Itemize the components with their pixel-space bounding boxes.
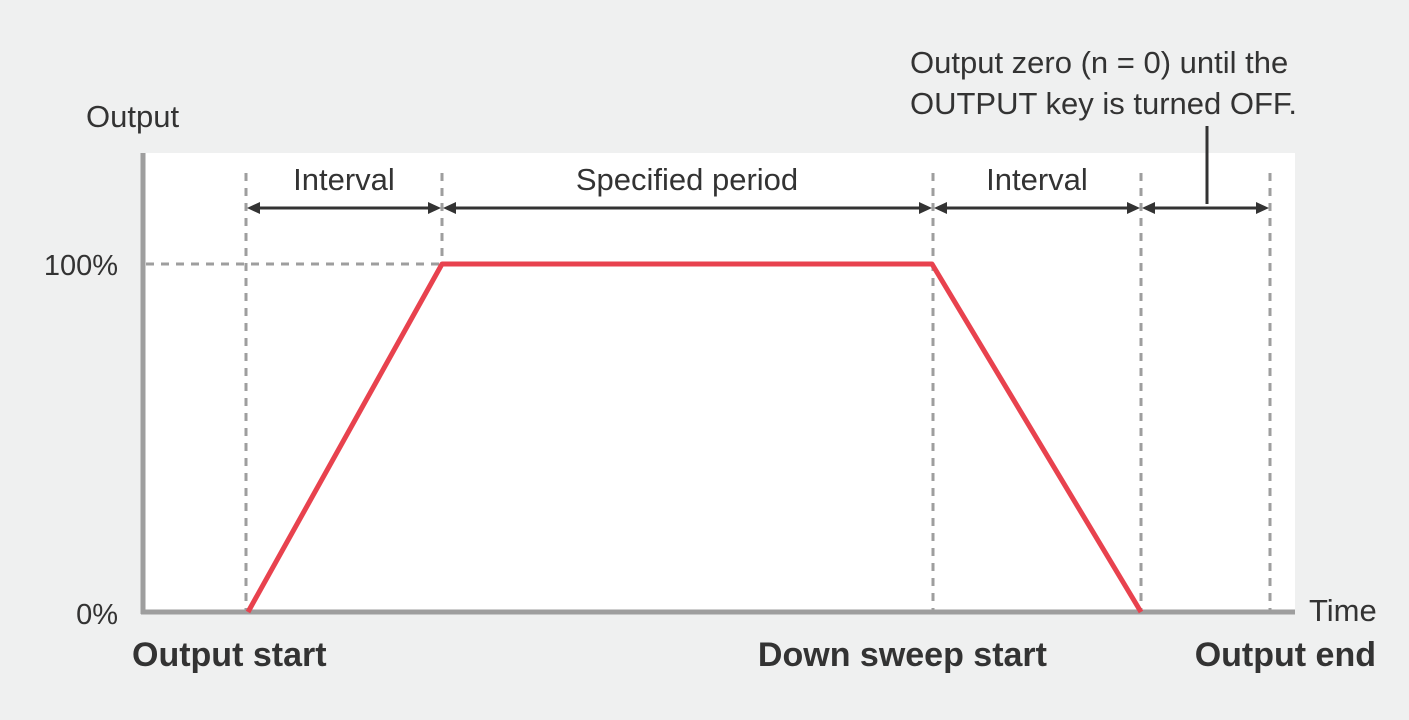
plot-area [143, 153, 1295, 614]
event-label-output-start: Output start [132, 636, 327, 674]
arrowhead-left [247, 202, 260, 214]
output-curve [245, 261, 1144, 614]
span-arrow-output-zero [1142, 202, 1269, 214]
y-tick-0-percent: 0% [76, 599, 118, 631]
note-line-1: Output zero (n = 0) until the [910, 45, 1288, 80]
span-label-specified-period: Specified period [576, 162, 798, 197]
event-label-down-sweep-start: Down sweep start [758, 636, 1047, 674]
note-line-2: OUTPUT key is turned OFF. [910, 86, 1297, 121]
arrowhead-right [1127, 202, 1140, 214]
arrowhead-left [1142, 202, 1155, 214]
arrowhead-right [1256, 202, 1269, 214]
span-label-interval-2: Interval [986, 162, 1088, 197]
y-tick-100-percent: 100% [44, 250, 118, 282]
arrowhead-left [443, 202, 456, 214]
event-label-output-end: Output end [1195, 636, 1376, 674]
arrowhead-left [934, 202, 947, 214]
span-arrow-interval-2 [934, 202, 1140, 214]
arrowhead-right [919, 202, 932, 214]
span-label-interval-1: Interval [293, 162, 395, 197]
x-axis-label: Time [1309, 593, 1377, 628]
span-arrow-specified-period [443, 202, 932, 214]
y-axis-label: Output [86, 99, 179, 134]
span-arrow-interval-1 [247, 202, 441, 214]
arrowhead-right [428, 202, 441, 214]
